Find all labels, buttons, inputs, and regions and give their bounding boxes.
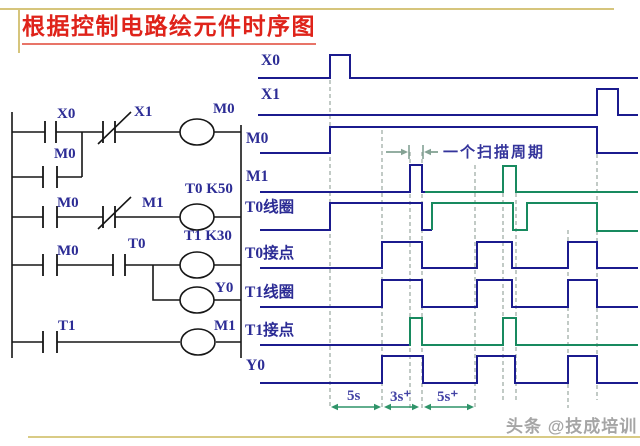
arrowhead <box>424 403 431 411</box>
watermark: 头条 @技成培训 <box>506 417 638 436</box>
arrowhead <box>412 403 419 411</box>
signal-label-M1: M1 <box>246 168 269 185</box>
slide-border-left <box>18 9 20 53</box>
ladder-label-t1-k30: T1 K30 <box>184 228 232 244</box>
signal-label-T1-coil: T1线圈 <box>245 284 295 301</box>
ladder-label-m0-rung2: M0 <box>57 195 79 211</box>
contact-bars <box>42 121 126 353</box>
timing-diagram <box>258 54 638 411</box>
arrowhead <box>424 148 431 156</box>
waveform-T0-coil <box>431 202 638 232</box>
scan-cycle-annotation: 一个扫描周期 <box>443 145 546 161</box>
waveform-T1-coil <box>260 279 638 308</box>
waveform-M1 <box>425 165 638 193</box>
ladder-diagram <box>11 111 242 358</box>
arrowhead <box>331 403 338 411</box>
signal-label-X1: X1 <box>261 86 280 103</box>
ladder-label-x0: X0 <box>57 106 76 122</box>
ladder-label-m1-coil: M1 <box>214 318 236 334</box>
signal-label-X0: X0 <box>261 52 280 69</box>
arrowhead <box>467 403 474 411</box>
ladder-label-m0-coil: M0 <box>213 101 235 117</box>
slide-border-bottom <box>28 436 640 438</box>
ladder-label-m0-branch: M0 <box>54 146 76 162</box>
signal-label-T0-contact: T0接点 <box>245 245 295 262</box>
nc-contact-slashes <box>97 111 132 230</box>
coil-m1 <box>180 328 216 356</box>
time-label-3s: 3s⁺ <box>390 389 412 405</box>
waveform-X0 <box>258 54 638 79</box>
ladder-wires <box>12 131 241 343</box>
arrowhead <box>401 148 408 156</box>
waveform-T1-contact <box>409 317 638 346</box>
page-title: 根据控制电路绘元件时序图 <box>22 7 316 45</box>
coil-t0 <box>179 203 215 231</box>
waveform-X1 <box>258 88 638 116</box>
slide-border-top <box>0 8 614 10</box>
coil-y0 <box>179 286 215 314</box>
ladder-label-t0-k50: T0 K50 <box>185 181 233 197</box>
coil-m0 <box>179 118 215 146</box>
ladder-label-t1-contact: T1 <box>58 318 76 334</box>
time-label-5s-plus: 5s⁺ <box>437 389 459 405</box>
arrowhead <box>374 403 381 411</box>
ladder-power-rails <box>11 112 242 358</box>
signal-label-M0: M0 <box>246 130 269 147</box>
waveform-T0-contact <box>260 241 638 269</box>
ladder-label-m1-rung2: M1 <box>142 195 164 211</box>
signal-label-Y0: Y0 <box>246 357 265 374</box>
time-label-5s: 5s <box>347 388 361 404</box>
signal-label-T1-contact: T1接点 <box>245 322 295 339</box>
waveform-M1 <box>260 164 425 193</box>
ladder-label-t0-contact: T0 <box>128 236 146 252</box>
ladder-label-x1: X1 <box>134 104 153 120</box>
waveform-M0 <box>260 126 638 154</box>
coil-t1 <box>179 251 215 279</box>
arrowhead <box>384 403 391 411</box>
waveform-Y0 <box>260 355 638 384</box>
ladder-label-m0-rung3: M0 <box>57 243 79 259</box>
signal-label-T0-coil: T0线圈 <box>245 199 295 216</box>
ladder-label-y0-coil: Y0 <box>215 280 234 296</box>
waveform-T0-coil <box>260 202 432 231</box>
